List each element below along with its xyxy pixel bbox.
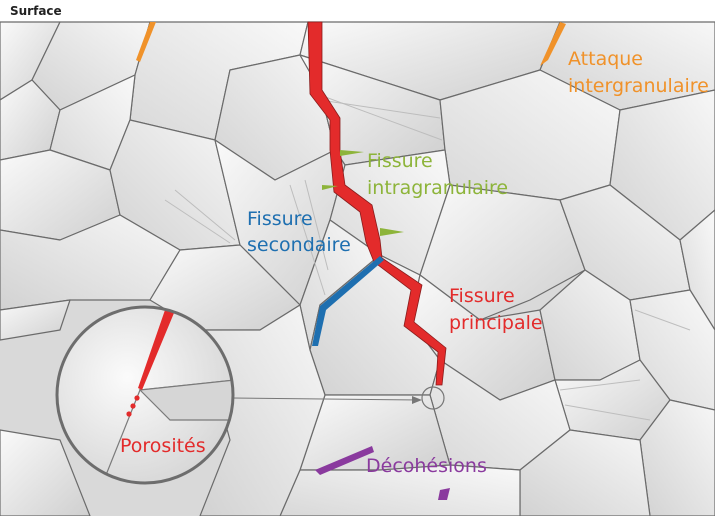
attaque-intergranulaire-marks — [136, 22, 566, 66]
fissure-secondaire-crack — [312, 256, 384, 346]
attaque-label-line1: Attaque — [568, 48, 643, 70]
magnifier-lens — [55, 305, 235, 485]
magnifier-target-circle — [421, 386, 445, 410]
fissure-sec-label-line2: secondaire — [247, 234, 351, 256]
slip-lines — [164, 94, 691, 421]
porosites-label: Porosités — [120, 435, 206, 457]
fissure-sec-label-line1: Fissure — [247, 208, 313, 230]
fissure-prin-label-line2: principale — [449, 312, 543, 334]
porosite-dot — [126, 411, 132, 417]
magnifier-crack-zoom — [138, 310, 174, 390]
surface-label: Surface — [10, 4, 62, 18]
porosite-dot — [130, 403, 136, 409]
fissure-intra-label-line1: Fissure — [367, 150, 433, 172]
decohesions-label: Décohésions — [366, 455, 487, 477]
decohesions-marks — [315, 446, 450, 500]
attaque-label-line2: intergranulaire — [568, 75, 709, 97]
fissure-prin-label-line1: Fissure — [449, 285, 515, 307]
porosite-dot — [134, 395, 140, 401]
magnifier-pointer-arrowhead — [412, 396, 422, 404]
fissure-intra-label-line2: intragranulaire — [367, 177, 509, 199]
magnifier-pointer-line — [231, 397, 421, 401]
fissure-intragranulaire-marks — [322, 150, 404, 236]
